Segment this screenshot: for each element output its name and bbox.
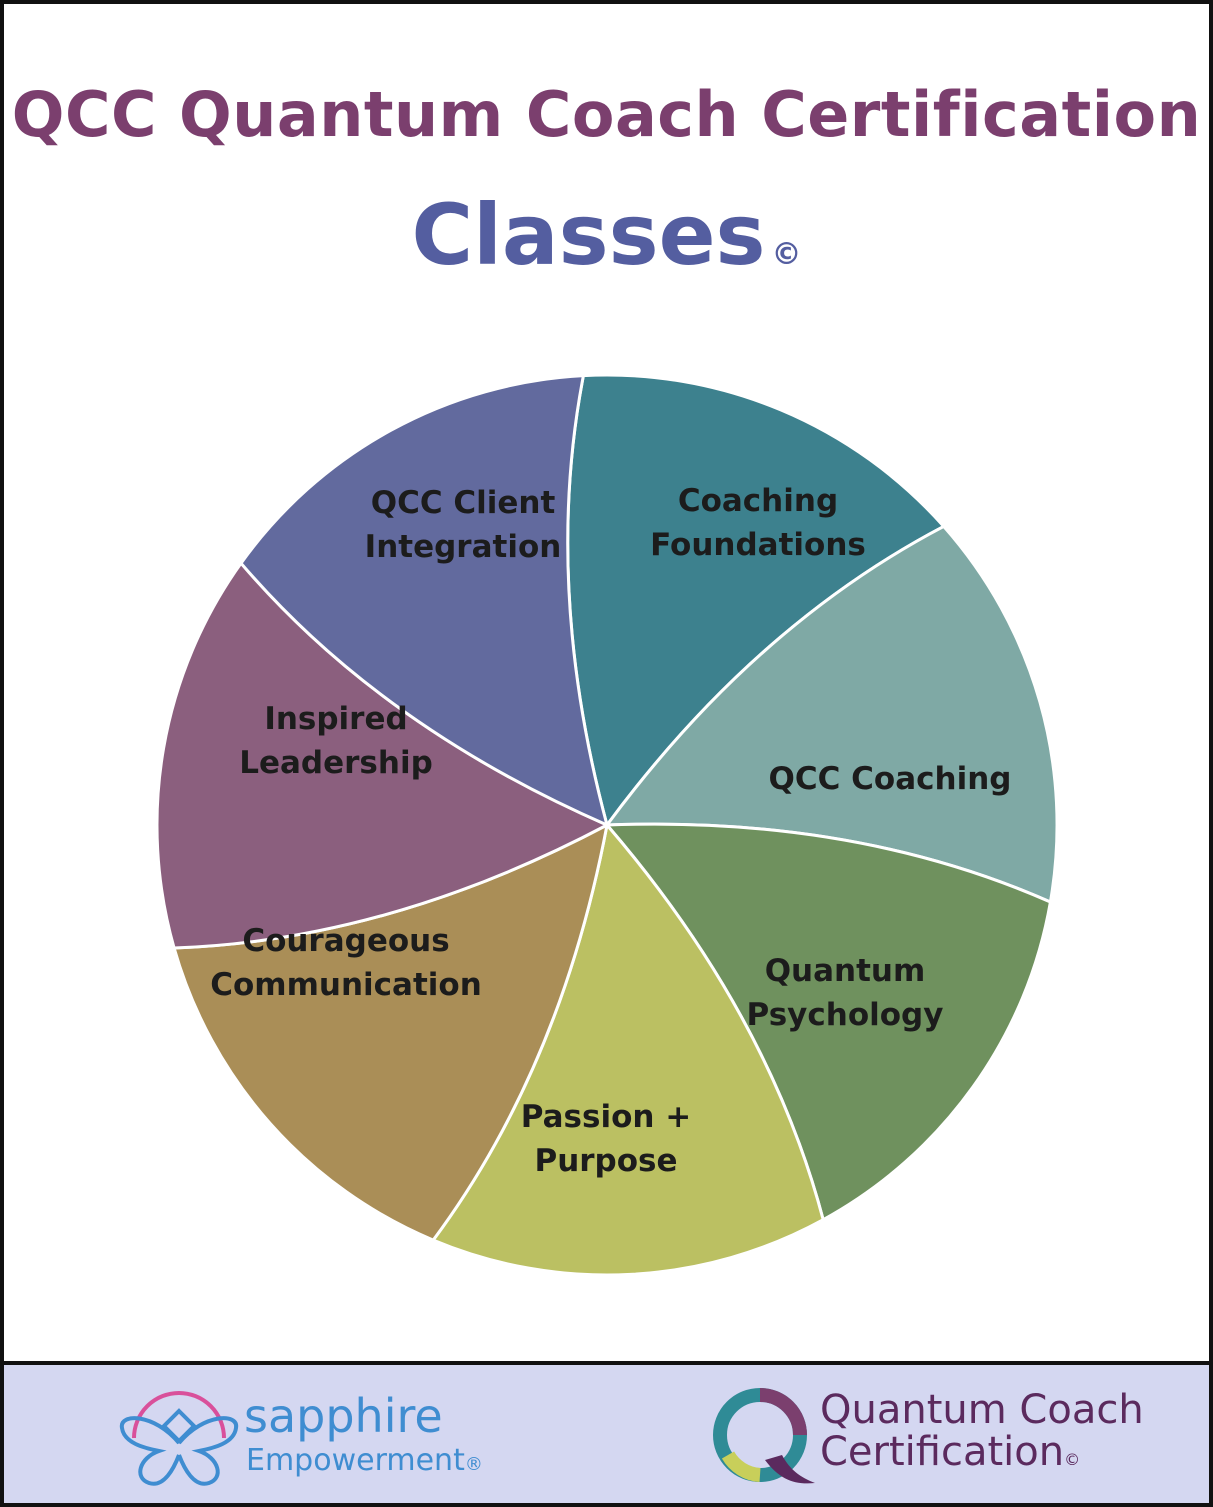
butterfly-logo-icon	[119, 1391, 239, 1486]
wheel-segment-label: QCC Client	[371, 485, 556, 521]
wheel-segment-label: Purpose	[534, 1143, 677, 1179]
sapphire-logo-subtitle: Empowerment®	[246, 1443, 483, 1478]
wheel-segment-label: Psychology	[747, 997, 944, 1033]
wheel-segment-label: Quantum	[765, 953, 926, 989]
wheel-segment	[239, 374, 609, 827]
sapphire-logo-name: sapphire	[244, 1389, 443, 1443]
wheel-segment-label: Inspired	[264, 701, 407, 737]
wheel-segment-label: Courageous	[242, 923, 449, 959]
wheel-segment-label: Coaching	[678, 483, 838, 519]
page-title: QCC Quantum Coach Certification	[11, 78, 1202, 151]
copyright-mark: ©	[771, 237, 802, 272]
sapphire-logo-subtitle-text: Empowerment	[246, 1443, 465, 1478]
wheel-segment-label: Passion +	[521, 1099, 691, 1135]
wheel-segment-label: Foundations	[650, 527, 866, 563]
wheel-segment-label: QCC Coaching	[769, 761, 1012, 797]
qcc-copyright-mark: ©	[1064, 1450, 1081, 1469]
wheel-segment-label: Leadership	[239, 745, 433, 781]
footer-bar: sapphire Empowerment® Quantum Coach Cert…	[4, 1361, 1209, 1503]
qcc-q-logo-icon	[713, 1388, 815, 1484]
subtitle-text: Classes	[411, 186, 766, 284]
qcc-logo-line1: Quantum Coach	[820, 1387, 1144, 1433]
qcc-logo-line2: Certification©	[820, 1429, 1080, 1475]
wheel-segment-label: Integration	[365, 529, 562, 565]
qcc-logo-line2-text: Certification	[820, 1429, 1065, 1475]
page-subtitle: Classes©	[0, 186, 1213, 284]
wheel-segment-label: Communication	[210, 967, 482, 1003]
registered-mark: ®	[464, 1454, 483, 1475]
